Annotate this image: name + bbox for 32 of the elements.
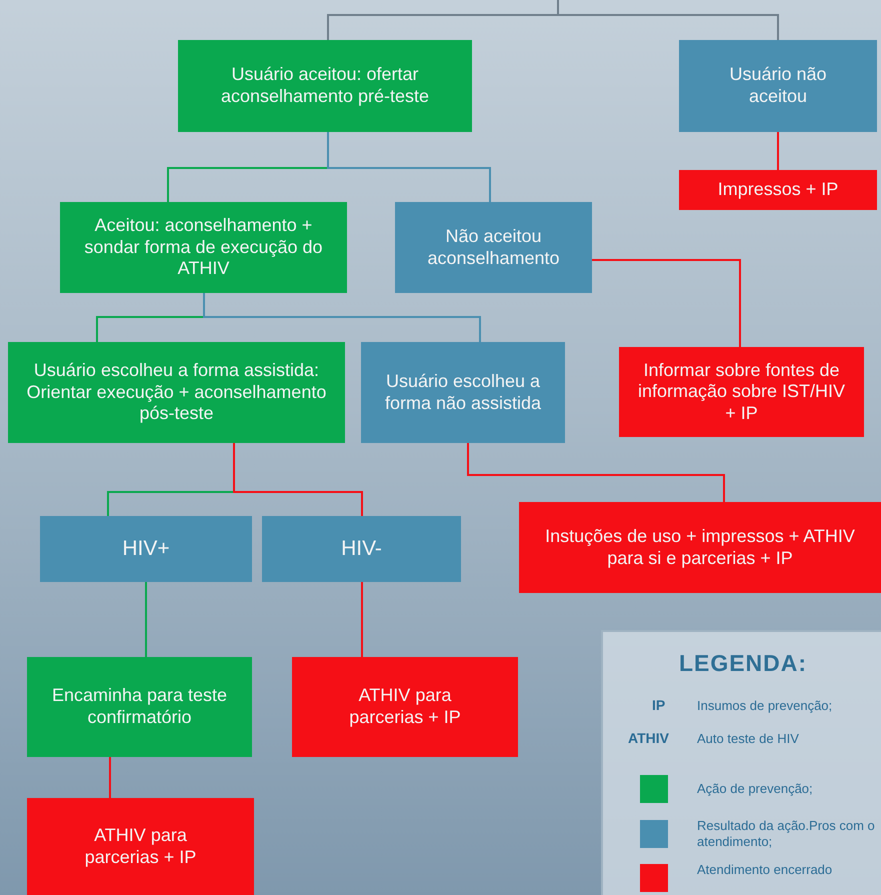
abbreviation: ATHIV	[628, 730, 669, 746]
connector-line	[361, 582, 363, 657]
connector-line	[327, 132, 491, 202]
result-box: HIV+	[40, 516, 252, 582]
legend-text: Ação de prevenção;	[697, 781, 814, 797]
legend-text: Resultado da ação.Pros com o atendimento;	[697, 818, 876, 850]
end-box: Informar sobre fontes de informação sobre IST/HIV + IP	[619, 347, 864, 437]
connector-line	[557, 0, 779, 40]
legend-text: Insumos de prevenção;	[697, 698, 834, 714]
action-box: Aceitou: aconselhamento + sondar forma de execução do ATHIV	[60, 202, 347, 293]
action-box: Usuário escolheu a forma assistida: Orientar execução + aconselhamento pós-teste	[8, 342, 345, 443]
end-box: ATHIV para parcerias + IP	[292, 657, 518, 757]
connector-line	[203, 293, 481, 342]
abbreviation: IP	[652, 697, 666, 713]
legend-title: LEGENDA:	[678, 650, 808, 677]
result-box: Usuário não aceitou	[679, 40, 877, 132]
result-box: Usuário escolheu a forma não assistida	[361, 342, 565, 443]
end-box: Impressos + IP	[679, 170, 877, 210]
connector-line	[467, 443, 725, 502]
legend-text: Auto teste de HIV	[697, 731, 800, 747]
connector-line	[233, 443, 363, 516]
connector-line	[109, 757, 111, 798]
result-box: HIV-	[262, 516, 461, 582]
connector-line	[592, 259, 741, 347]
connector-line	[777, 132, 779, 170]
end-box: Instuções de uso + impressos + ATHIV para si e parcerias + IP	[519, 502, 881, 593]
connector-line	[145, 582, 147, 657]
legend-text: Atendimento encerrado	[697, 862, 834, 878]
action-box: Encaminha para teste confirmatório	[27, 657, 252, 757]
action-box: Usuário aceitou: ofertar aconselhamento pré-teste	[178, 40, 472, 132]
end-box: ATHIV para parcerias + IP	[27, 798, 254, 895]
result-box: Não aceitou aconselhamento	[395, 202, 592, 293]
